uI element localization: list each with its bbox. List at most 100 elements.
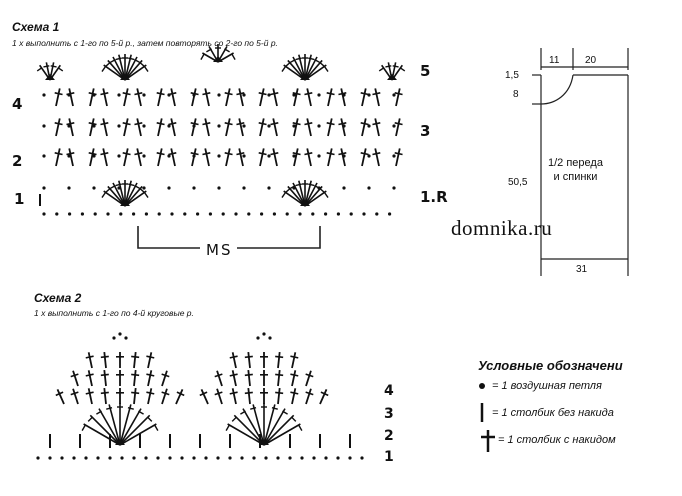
double-crochet-cross <box>260 388 268 404</box>
chain-dot <box>256 336 260 340</box>
fan-stitch <box>242 408 265 446</box>
chain-dot <box>260 212 264 216</box>
dc-crossbar <box>202 92 211 96</box>
double-crochet-cross <box>394 88 403 107</box>
dim-top-20: 20 <box>585 55 597 66</box>
dc-crossbar <box>229 373 238 377</box>
dc-stem <box>277 387 281 405</box>
dc-stem <box>161 370 168 387</box>
double-crochet-cross <box>54 148 63 167</box>
dc-stem <box>102 118 108 137</box>
fan-stitch <box>304 59 323 81</box>
dc-stem <box>55 88 61 107</box>
chain-dot <box>208 212 212 216</box>
double-crochet-cross <box>260 352 268 368</box>
fan-stitch <box>292 56 306 81</box>
dc-crossbar <box>66 122 75 126</box>
chain-dot <box>42 124 46 128</box>
scheme2-note: 1 х выполнить с 1-го по 4-й круговые р. <box>34 308 194 318</box>
pattern-piece-label: 1/2 переда и спинки <box>548 156 603 184</box>
dc-stem <box>102 88 108 107</box>
chain-dot <box>298 212 302 216</box>
dc-stem <box>319 389 328 405</box>
chain-dot <box>324 456 328 460</box>
scheme1-note: 1 х выполнить с 1-го по 5-й р., затем по… <box>12 38 278 48</box>
chain-dot <box>217 124 221 128</box>
dc-stem <box>103 351 107 369</box>
scheme1-row-label-3: 3 <box>420 122 431 140</box>
fan-stitch-bar <box>81 425 86 431</box>
dc-stem <box>175 389 184 405</box>
double-crochet-cross <box>290 388 299 405</box>
chain-dot <box>267 186 271 190</box>
double-crochet-cross <box>156 148 165 167</box>
chain-dot <box>217 154 221 158</box>
fan-stitch-bar <box>96 410 102 415</box>
chain-dot <box>247 212 251 216</box>
double-crochet-cross <box>202 148 211 167</box>
fan-stitch-bar <box>138 410 144 415</box>
double-crochet-cross <box>88 148 97 167</box>
chain-dot <box>360 456 364 460</box>
fan-stitch-bar <box>231 54 236 60</box>
repeat-label-ms: MS <box>206 241 233 259</box>
chain-dot <box>216 456 220 460</box>
dc-stem <box>272 88 278 107</box>
dc-stem <box>225 148 231 167</box>
dc-stem <box>306 118 312 137</box>
chain-dot <box>183 212 187 216</box>
chain-dot <box>336 456 340 460</box>
scheme2-row-label-4: 4 <box>384 383 394 399</box>
dc-stem <box>259 88 265 107</box>
dc-crossbar <box>320 391 329 397</box>
dc-stem <box>272 148 278 167</box>
dc-stem <box>231 352 237 369</box>
double-crochet-cross <box>85 388 94 405</box>
double-crochet-cross <box>88 118 97 137</box>
dc-crossbar <box>70 373 79 378</box>
chain-dot <box>264 456 268 460</box>
dc-crossbar <box>305 373 314 378</box>
fan-stitch-bar <box>314 58 320 63</box>
dc-crossbar <box>304 122 313 126</box>
dc-crossbar <box>258 92 267 96</box>
chain-dot <box>228 456 232 460</box>
pattern-piece-outline <box>532 48 629 276</box>
dc-crossbar <box>270 122 279 126</box>
double-crochet-cross <box>270 118 279 137</box>
chain-dot <box>117 93 121 97</box>
double-crochet-cross <box>292 118 301 137</box>
dc-crossbar <box>161 391 170 396</box>
fan-stitch-bar <box>392 65 399 68</box>
double-crochet-cross <box>161 388 170 405</box>
fan-stitch-bar <box>139 187 145 193</box>
fan-stitch-bar <box>285 187 291 193</box>
fan-stitch <box>304 182 318 207</box>
dc-stem <box>68 148 74 167</box>
chain-dot <box>392 93 396 97</box>
fan-stitch <box>263 404 276 446</box>
dc-crossbar <box>270 92 279 96</box>
fan-stitch-bar <box>154 425 159 431</box>
double-crochet-cross <box>338 148 347 167</box>
dc-stem <box>277 369 281 387</box>
dc-stem <box>361 118 367 137</box>
double-crochet-cross <box>372 118 381 137</box>
double-crochet-cross <box>275 369 284 387</box>
double-crochet-cross <box>338 118 347 137</box>
double-crochet-cross <box>202 118 211 137</box>
fan-stitch <box>89 414 121 446</box>
double-crochet-cross <box>270 148 279 167</box>
double-crochet-cross <box>229 388 238 405</box>
fan-stitch-bar <box>281 66 286 72</box>
double-crochet-cross <box>146 370 155 387</box>
chain-dot <box>240 456 244 460</box>
fan-stitch-bar <box>324 192 329 198</box>
dc-stem <box>272 118 278 137</box>
chain-dot <box>156 456 160 460</box>
double-crochet-cross <box>394 148 403 167</box>
chain-dot <box>142 186 146 190</box>
dc-stem <box>361 88 367 107</box>
double-crochet-cross <box>156 118 165 137</box>
dc-crossbar <box>85 391 94 395</box>
